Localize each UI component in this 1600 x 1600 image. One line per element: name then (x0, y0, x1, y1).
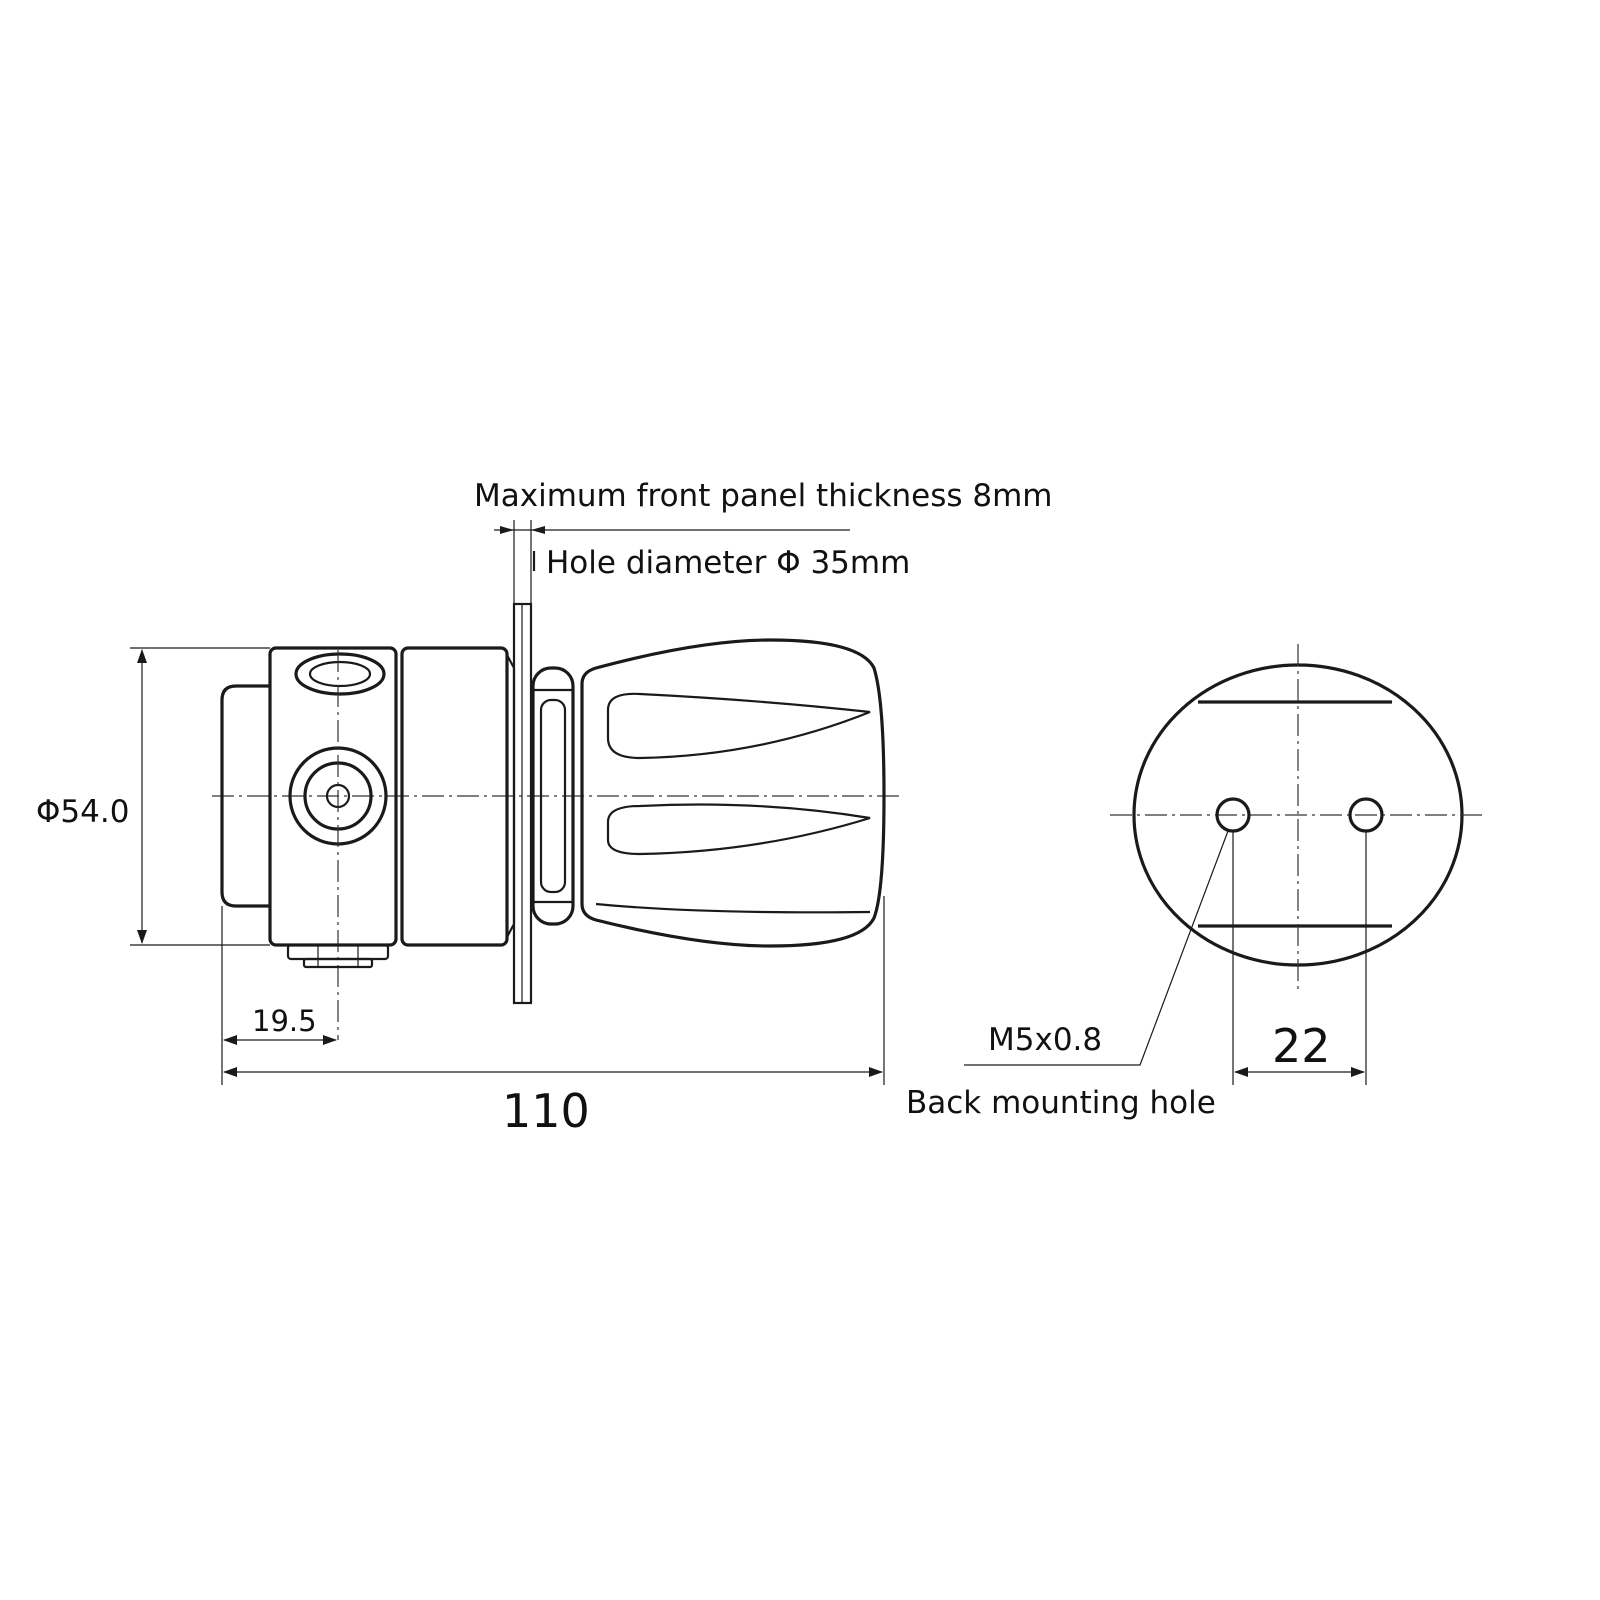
rear-cap (220, 684, 270, 908)
thread-leader (964, 830, 1229, 1066)
dimensions-side (130, 520, 885, 1085)
diameter-label: Φ54.0 (36, 794, 129, 830)
hole-diameter-label: Hole diameter Φ 35mm (546, 545, 910, 581)
top-port (294, 652, 386, 696)
bottom-port-nut (302, 957, 374, 969)
panel-thickness-label: Maximum front panel thickness 8mm (474, 478, 1052, 514)
thread-label: M5x0.8 (988, 1022, 1102, 1058)
knob-lower-edge (595, 902, 871, 914)
knob-flute-top (606, 692, 871, 760)
knob-flute-bottom (606, 803, 871, 856)
side-view (212, 602, 902, 1040)
dim-22-label: 22 (1272, 1019, 1331, 1073)
panel-nut (531, 666, 575, 926)
body-block-front (400, 646, 509, 947)
back-view (964, 644, 1486, 1085)
dim-110-label: 110 (502, 1084, 590, 1138)
dim-19-5-label: 19.5 (252, 1004, 317, 1038)
top-port-inner (308, 660, 372, 688)
back-mounting-label: Back mounting hole (906, 1085, 1216, 1121)
knob (580, 638, 886, 948)
